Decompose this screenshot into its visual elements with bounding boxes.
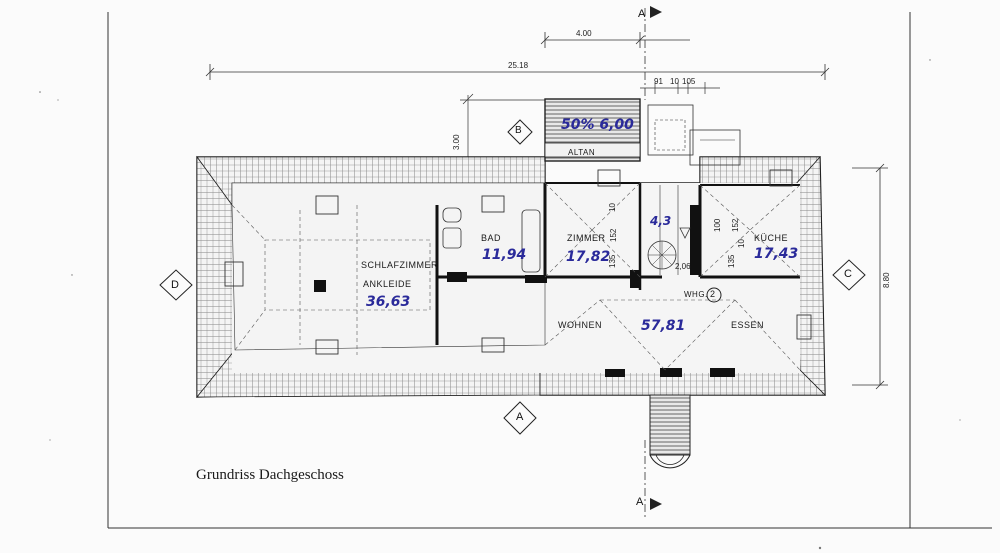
room-label-kueche: KÜCHE — [754, 233, 789, 243]
kueche-dimension-10: 10 — [737, 239, 746, 248]
section-marker-a-top: A — [638, 8, 646, 20]
area-bad: 11,94 — [482, 247, 527, 263]
room-label-essen: ESSEN — [731, 320, 765, 330]
stair-dimension-105: 105 — [682, 77, 696, 86]
depth-dimension: 8.80 — [882, 272, 891, 288]
stair-dimension-10: 10 — [670, 77, 679, 86]
section-marker-d: D — [171, 279, 179, 291]
area-wohnen-essen: 57,81 — [641, 318, 686, 334]
altan-depth-dimension: 3.00 — [452, 134, 461, 150]
apartment-label: WHG. — [684, 290, 708, 299]
section-marker-c: C — [844, 268, 852, 280]
area-zimmer: 17,82 — [566, 249, 611, 265]
room-label-wohnen: WOHNEN — [558, 320, 602, 330]
room-label-bad: BAD — [481, 233, 502, 243]
section-marker-a: A — [516, 411, 524, 423]
section-marker-b: B — [515, 125, 522, 136]
drawing-caption: Grundriss Dachgeschoss — [196, 467, 344, 483]
kueche-dimension-100: 100 — [713, 218, 722, 232]
area-flur: 4,3 — [650, 214, 672, 228]
apartment-number: 2 — [710, 289, 716, 299]
kueche-dimension-152: 152 — [731, 218, 740, 232]
room-label-ankleide: ANKLEIDE — [363, 279, 412, 289]
room-label-zimmer: ZIMMER — [567, 233, 606, 243]
area-schlafzimmer-ankleide: 36,63 — [366, 294, 411, 310]
overall-width-dimension: 25.18 — [508, 61, 529, 70]
stair-dimension-91: 91 — [654, 77, 663, 86]
room-label-schlafzimmer: SCHLAFZIMMER — [361, 260, 439, 270]
area-altan: 50% 6,00 — [561, 117, 634, 133]
kueche-dimension-135: 135 — [727, 254, 736, 268]
section-marker-a-bottom: A — [636, 496, 644, 508]
room-label-altan: ALTAN — [568, 148, 596, 157]
altan-width-dimension: 4.00 — [576, 29, 592, 38]
zimmer-dimension-152: 152 — [609, 228, 618, 242]
zimmer-dimension-10: 10 — [608, 203, 617, 212]
flur-dimension-206: 2,06 — [675, 262, 691, 271]
area-kueche: 17,43 — [754, 246, 799, 262]
